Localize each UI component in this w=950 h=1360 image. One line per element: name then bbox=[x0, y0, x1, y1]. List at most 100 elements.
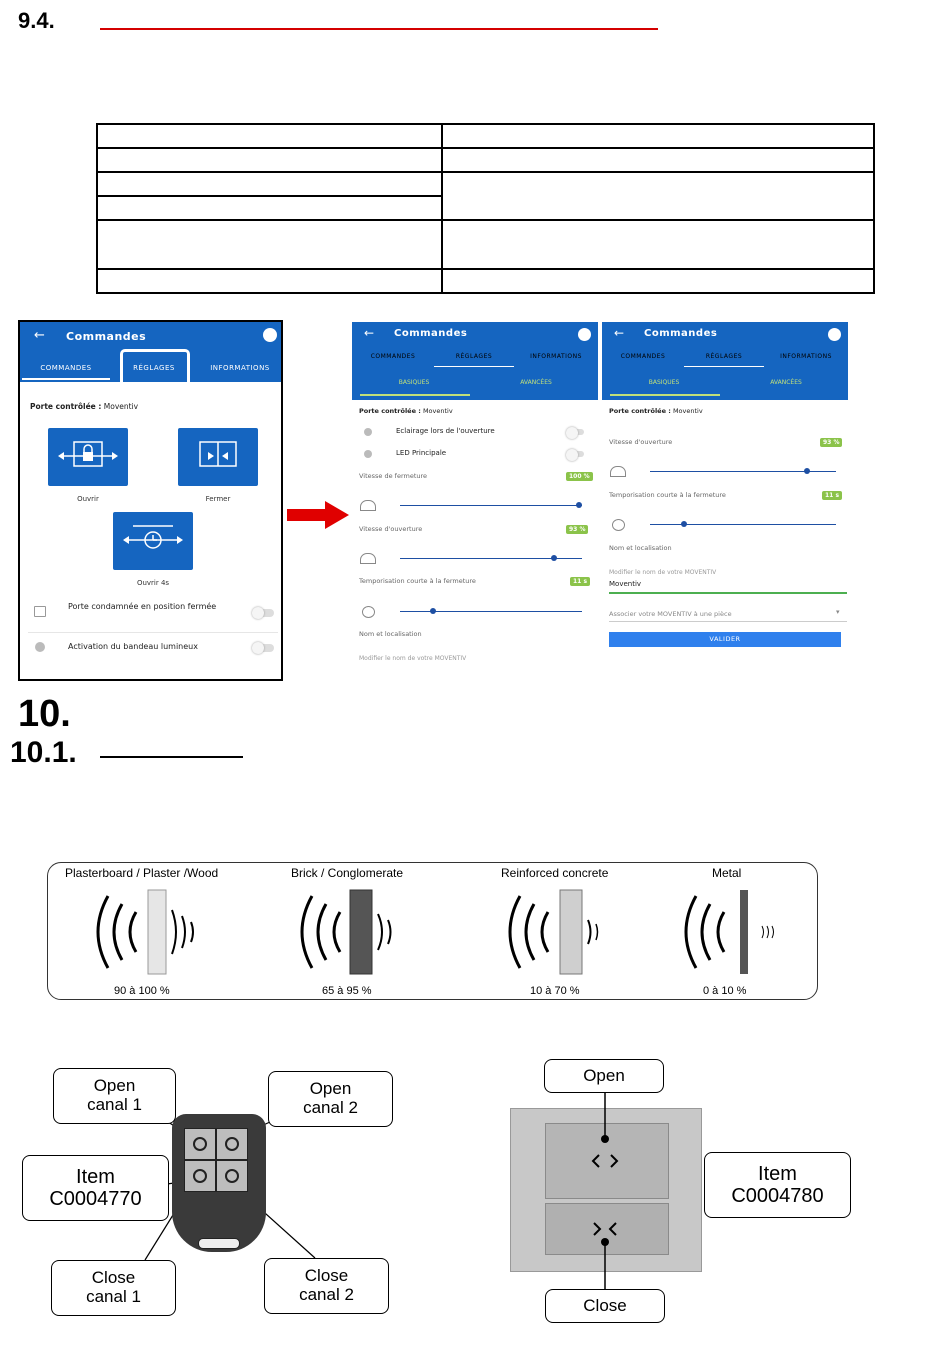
padlock-icon bbox=[34, 606, 46, 617]
name-location-label: Nom et localisation bbox=[359, 630, 422, 638]
remote-keyring-loop bbox=[198, 1238, 240, 1249]
timer-icon bbox=[612, 519, 625, 531]
app-bar bbox=[20, 322, 281, 382]
opening-speed-value: 93 % bbox=[566, 525, 589, 534]
close-button-label: Fermer bbox=[205, 495, 231, 503]
callout-close-canal-1: Close canal 1 bbox=[51, 1260, 176, 1316]
callout-line: C0004780 bbox=[731, 1185, 824, 1207]
chevron-down-icon: ▾ bbox=[836, 608, 840, 616]
material-range-brick: 65 à 95 % bbox=[322, 985, 372, 997]
short-delay-slider-handle[interactable] bbox=[430, 608, 436, 614]
remote-button-open-2 bbox=[216, 1128, 248, 1160]
opening-speed-slider-handle[interactable] bbox=[804, 468, 810, 474]
tab-commandes[interactable]: COMMANDES bbox=[370, 353, 416, 360]
callout-line: Item bbox=[758, 1163, 797, 1185]
short-delay-slider-handle[interactable] bbox=[681, 521, 687, 527]
room-select[interactable]: Associer votre MOVENTIV à une pièce bbox=[609, 610, 732, 618]
tab-reglages[interactable]: RÉGLAGES bbox=[455, 353, 493, 360]
callout-line: C0004770 bbox=[49, 1188, 142, 1210]
short-delay-slider-track[interactable] bbox=[650, 524, 836, 525]
back-arrow-icon[interactable]: ← bbox=[364, 326, 375, 340]
closing-speed-label: Vitesse de fermeture bbox=[359, 472, 428, 480]
callout-line: Open bbox=[309, 1079, 352, 1099]
main-led-toggle[interactable] bbox=[566, 449, 584, 461]
open-button[interactable] bbox=[48, 428, 128, 486]
table-cell bbox=[96, 147, 443, 173]
app-title: Commandes bbox=[644, 328, 718, 339]
menu-list-icon[interactable] bbox=[828, 328, 841, 341]
name-hint: Modifier le nom de votre MOVENTIV bbox=[609, 569, 717, 576]
tab-commandes[interactable]: COMMANDES bbox=[40, 364, 92, 372]
callout-close-canal-2: Close canal 2 bbox=[264, 1258, 389, 1314]
callout-line: canal 2 bbox=[299, 1285, 354, 1304]
name-input[interactable]: Moventiv bbox=[609, 580, 642, 588]
back-arrow-icon[interactable]: ← bbox=[614, 326, 625, 340]
opening-light-toggle[interactable] bbox=[566, 427, 584, 439]
row-main-led: LED Principale bbox=[396, 449, 447, 457]
name-location-label: Nom et localisation bbox=[609, 544, 672, 552]
menu-list-icon[interactable] bbox=[263, 328, 277, 342]
tab-informations[interactable]: INFORMATIONS bbox=[780, 353, 832, 360]
tab-reglages[interactable]: RÉGLAGES bbox=[705, 353, 743, 360]
open-4s-button[interactable] bbox=[113, 512, 193, 570]
speed-gauge-icon bbox=[610, 466, 626, 477]
door-label: Porte contrôlée : Moventiv bbox=[359, 407, 453, 415]
material-name-plasterboard: Plasterboard / Plaster /Wood bbox=[65, 866, 219, 880]
material-range-concrete: 10 à 70 % bbox=[530, 985, 580, 997]
subtab-basiques[interactable]: BASIQUES bbox=[648, 379, 680, 386]
callout-line: Close bbox=[304, 1266, 349, 1286]
material-name-metal: Metal bbox=[712, 866, 742, 880]
table-cell bbox=[96, 268, 443, 294]
closing-speed-slider-handle[interactable] bbox=[576, 502, 582, 508]
back-arrow-icon[interactable]: ← bbox=[34, 328, 45, 343]
menu-list-icon[interactable] bbox=[578, 328, 591, 341]
short-delay-label: Temporisation courte à la fermeture bbox=[609, 491, 726, 499]
opening-speed-value: 93 % bbox=[820, 438, 843, 447]
callout-line: Open bbox=[93, 1076, 136, 1096]
subtab-avancees[interactable]: AVANCÉES bbox=[770, 379, 802, 386]
speed-gauge-icon bbox=[360, 553, 376, 564]
open-button-label: Ouvrir bbox=[77, 495, 99, 503]
red-arrow-icon bbox=[287, 501, 349, 529]
callout-open-canal-1: Open canal 1 bbox=[53, 1068, 176, 1124]
callout-line: canal 1 bbox=[86, 1287, 141, 1306]
heading-10-1-number: 10.1. bbox=[10, 736, 77, 769]
subtab-underline bbox=[610, 394, 720, 396]
heading-9-4-number: 9.4. bbox=[18, 8, 55, 33]
door-label: Porte contrôlée : Moventiv bbox=[609, 407, 703, 415]
wall-switch-open-key bbox=[545, 1123, 669, 1199]
tab-informations[interactable]: INFORMATIONS bbox=[210, 364, 270, 372]
subtab-basiques[interactable]: BASIQUES bbox=[398, 379, 430, 386]
callout-line: canal 2 bbox=[303, 1098, 358, 1117]
opening-speed-slider-handle[interactable] bbox=[551, 555, 557, 561]
tab-commandes[interactable]: COMMANDES bbox=[620, 353, 666, 360]
close-button[interactable] bbox=[178, 428, 258, 486]
wall-switch-marks bbox=[591, 1090, 619, 1290]
short-delay-label: Temporisation courte à la fermeture bbox=[359, 577, 476, 585]
closing-speed-slider-track[interactable] bbox=[400, 505, 582, 506]
speed-gauge-icon bbox=[360, 500, 376, 511]
light-strip-toggle[interactable] bbox=[252, 642, 274, 654]
name-hint: Modifier le nom de votre MOVENTIV bbox=[359, 655, 467, 662]
tab-reglages[interactable]: RÉGLAGES bbox=[133, 364, 175, 372]
short-delay-slider-track[interactable] bbox=[400, 611, 582, 612]
callout-switch-open: Open bbox=[544, 1059, 664, 1093]
door-lock-open-icon bbox=[58, 441, 118, 467]
app-title: Commandes bbox=[394, 328, 468, 339]
heading-10-number: 10. bbox=[18, 693, 71, 735]
concrete-wave-icon bbox=[508, 889, 599, 975]
select-underline bbox=[609, 621, 847, 622]
opening-speed-slider-track[interactable] bbox=[650, 471, 836, 472]
validate-button[interactable]: VALIDER bbox=[609, 632, 841, 647]
material-name-brick: Brick / Conglomerate bbox=[291, 866, 404, 880]
tab-informations[interactable]: INFORMATIONS bbox=[530, 353, 582, 360]
callout-switch-close: Close bbox=[545, 1289, 665, 1323]
app-bar bbox=[602, 322, 848, 400]
locked-toggle[interactable] bbox=[252, 607, 274, 619]
opening-speed-slider-track[interactable] bbox=[400, 558, 582, 559]
brick-wave-icon bbox=[300, 889, 392, 975]
subtab-avancees[interactable]: AVANCÉES bbox=[520, 379, 552, 386]
tab-underline bbox=[434, 366, 514, 367]
heading-10-1-underline bbox=[100, 756, 243, 758]
table-cell bbox=[441, 147, 875, 173]
